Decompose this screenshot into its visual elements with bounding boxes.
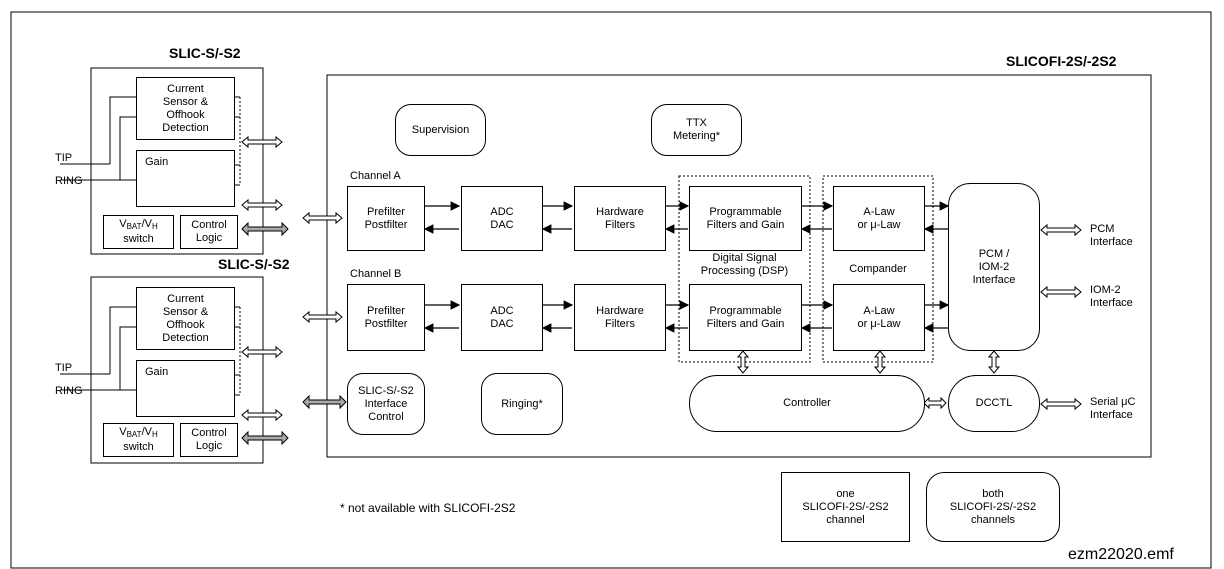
sensor-block-bottom: Current Sensor & Offhook Detection bbox=[136, 287, 235, 350]
vbat-label: VBAT/VH bbox=[119, 218, 158, 231]
sensor-block-top: Current Sensor & Offhook Detection bbox=[136, 77, 235, 140]
outer-frame bbox=[10, 11, 1212, 569]
ctrl-bus-interface bbox=[302, 394, 347, 410]
slic-top-wiring bbox=[60, 96, 241, 192]
pcm-iom-interface-block: PCM / IOM-2 Interface bbox=[948, 183, 1040, 351]
channel-b-arrows bbox=[423, 300, 950, 333]
controller-block: Controller bbox=[689, 375, 925, 432]
vbat-switch-top: VBAT/VH switch bbox=[103, 215, 174, 249]
bus-arrow-slic-bottom-2 bbox=[241, 408, 283, 422]
ring-label-bottom: RING bbox=[55, 385, 83, 397]
dsp-label: Digital Signal Processing (DSP) bbox=[700, 252, 789, 277]
control-bus-arrows bbox=[241, 221, 347, 446]
serial-interface-label: Serial μC Interface bbox=[1090, 396, 1136, 421]
switch-label: switch bbox=[123, 233, 154, 245]
bus-arrows bbox=[241, 135, 1082, 422]
bus-arrow-chan-b bbox=[302, 310, 343, 324]
adc-dac-block-b: ADC DAC bbox=[461, 284, 543, 351]
ctrl-bus-top bbox=[241, 221, 289, 237]
bus-arrow-chan-a bbox=[302, 211, 343, 225]
control-logic-top: Control Logic bbox=[180, 215, 238, 249]
alaw-block-b: A-Law or μ-Law bbox=[833, 284, 925, 351]
slicofi-box bbox=[326, 74, 1152, 458]
hw-filters-block-a: Hardware Filters bbox=[574, 186, 666, 251]
channel-b-label: Channel B bbox=[350, 268, 402, 280]
ringing-block: Ringing* bbox=[481, 373, 563, 435]
control-logic-bottom: Control Logic bbox=[180, 423, 238, 457]
hw-filters-block-b: Hardware Filters bbox=[574, 284, 666, 351]
bus-arrow-iom bbox=[1040, 285, 1082, 299]
ttx-metering-block: TTX Metering* bbox=[651, 104, 742, 156]
prog-filters-block-a: Programmable Filters and Gain bbox=[689, 186, 802, 251]
slic-box-top bbox=[90, 67, 264, 255]
legend-one-channel: one SLICOFI-2S/-2S2 channel bbox=[781, 472, 910, 542]
bus-arrow-slic-bottom-1 bbox=[241, 345, 283, 359]
pcm-interface-label: PCM Interface bbox=[1090, 223, 1133, 248]
bus-arrow-pcm bbox=[1040, 223, 1082, 237]
vbat-label: VBAT/VH bbox=[119, 426, 158, 439]
tip-label-top: TIP bbox=[55, 152, 73, 164]
bus-arrow-dsp-ctrl bbox=[736, 350, 750, 374]
gain-block-bottom: Gain bbox=[136, 360, 235, 417]
bus-arrow-pcm-dcctl bbox=[987, 350, 1001, 374]
alaw-block-a: A-Law or μ-Law bbox=[833, 186, 925, 251]
iom-interface-label: IOM-2 Interface bbox=[1090, 284, 1133, 309]
gain-label: Gain bbox=[145, 156, 169, 168]
tip-label-bottom: TIP bbox=[55, 362, 73, 374]
gain-block-top: Gain bbox=[136, 150, 235, 207]
adc-dac-block-a: ADC DAC bbox=[461, 186, 543, 251]
dcctl-block: DCCTL bbox=[948, 375, 1040, 432]
compander-label: Compander bbox=[849, 263, 907, 275]
supervision-block: Supervision bbox=[395, 104, 486, 156]
gain-label: Gain bbox=[145, 366, 169, 378]
ring-label-top: RING bbox=[55, 175, 83, 187]
ctrl-bus-bottom bbox=[241, 430, 289, 446]
bus-arrow-slic-top-2 bbox=[241, 198, 283, 212]
bus-arrow-comp-ctrl bbox=[873, 350, 887, 374]
slic-title-top: SLIC-S/-S2 bbox=[169, 45, 241, 61]
prog-filters-block-b: Programmable Filters and Gain bbox=[689, 284, 802, 351]
prefilter-block-a: Prefilter Postfilter bbox=[347, 186, 425, 251]
slic-box-bottom bbox=[90, 276, 264, 464]
filename-label: ezm22020.emf bbox=[1068, 546, 1174, 563]
prefilter-block-b: Prefilter Postfilter bbox=[347, 284, 425, 351]
dsp-region bbox=[678, 175, 811, 363]
footnote: * not available with SLICOFI-2S2 bbox=[340, 501, 516, 515]
slic-title-bottom: SLIC-S/-S2 bbox=[218, 256, 290, 272]
bus-arrow-serial bbox=[1040, 397, 1082, 411]
channel-a-label: Channel A bbox=[350, 170, 401, 182]
slic-interface-control-block: SLIC-S/-S2 Interface Control bbox=[347, 373, 425, 435]
bus-arrow-slic-top-1 bbox=[241, 135, 283, 149]
slicofi-title: SLICOFI-2S/-2S2 bbox=[1006, 53, 1117, 69]
legend-both-channels: both SLICOFI-2S/-2S2 channels bbox=[926, 472, 1060, 542]
bus-arrow-controller-dcctl bbox=[923, 396, 947, 410]
channel-a-arrows bbox=[423, 201, 950, 234]
vbat-switch-bottom: VBAT/VH switch bbox=[103, 423, 174, 457]
switch-label: switch bbox=[123, 441, 154, 453]
